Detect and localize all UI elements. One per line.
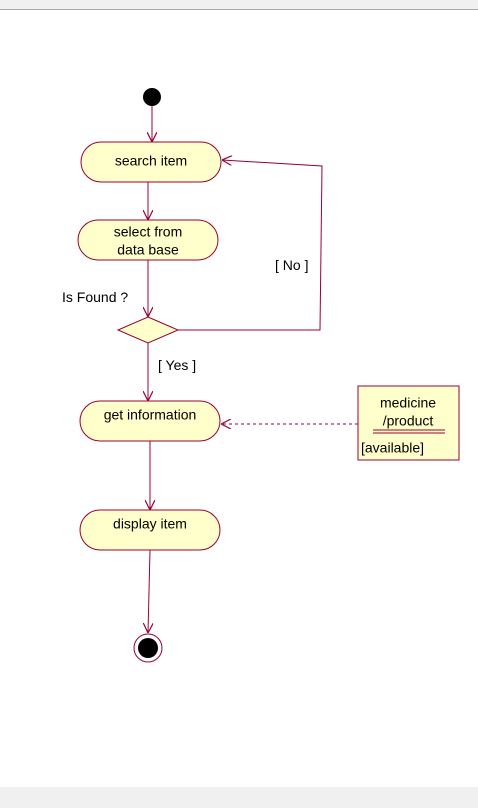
activity-search-item[interactable]: search item (80, 141, 222, 183)
flow-display-to-final (148, 549, 150, 633)
activity-label: get information (104, 407, 197, 423)
activity-get-information[interactable]: get information (79, 400, 221, 442)
activity-label-line-1: select from (114, 224, 182, 240)
decision-diamond[interactable] (116, 316, 180, 344)
object-name-line-2: /product (383, 413, 434, 429)
object-node-medicine-product[interactable]: medicine /product [available] (357, 385, 460, 461)
activity-label: display item (113, 516, 187, 532)
top-border (0, 0, 478, 10)
flow-no-loop (178, 160, 323, 331)
guard-yes: [ Yes ] (158, 357, 196, 373)
bottom-border (0, 787, 478, 808)
final-node[interactable] (133, 633, 163, 663)
activity-display-item[interactable]: display item (79, 509, 221, 551)
decision-question-label: Is Found ? (62, 289, 128, 305)
object-state: [available] (361, 440, 424, 456)
activity-select-from-database[interactable]: select from data base (77, 219, 219, 261)
guard-no: [ No ] (275, 257, 308, 273)
object-name-line-1: medicine (380, 395, 436, 411)
activity-label: search item (115, 153, 187, 169)
initial-node[interactable] (143, 88, 161, 106)
activity-label-line-2: data base (117, 242, 179, 258)
